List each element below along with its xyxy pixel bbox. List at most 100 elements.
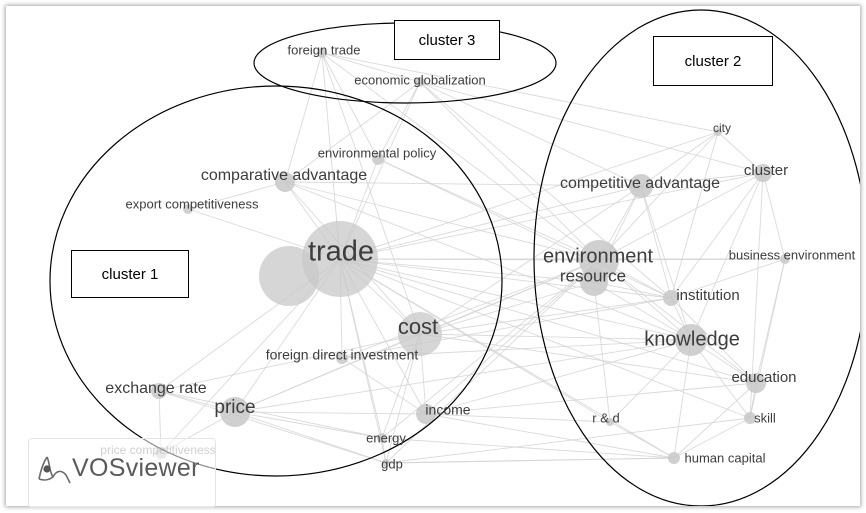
label-r_and_d: r & d bbox=[592, 410, 619, 425]
label-export_competitiveness: export competitiveness bbox=[126, 196, 259, 211]
label-institution: institution bbox=[676, 287, 739, 304]
label-price: price bbox=[214, 397, 255, 418]
edge-knowledge-skill bbox=[690, 339, 751, 419]
node-city[interactable] bbox=[714, 128, 722, 136]
edge-institution-business_environment bbox=[670, 258, 786, 299]
edge-city-environment bbox=[598, 131, 719, 261]
node-human_capital[interactable] bbox=[668, 452, 680, 464]
node-price[interactable] bbox=[220, 397, 250, 427]
label-income: income bbox=[425, 402, 470, 418]
label-gdp: gdp bbox=[381, 456, 403, 471]
edge-comparative_advantage-foreign_trade bbox=[284, 52, 323, 183]
edge-foreign_trade-city bbox=[321, 52, 719, 133]
edge-environmental_policy-institution bbox=[377, 158, 672, 299]
edge-price-income bbox=[234, 411, 427, 415]
node-export_competitiveness[interactable] bbox=[183, 204, 193, 214]
edge-foreign_direct_investment-knowledge bbox=[341, 339, 692, 359]
edge-cost-education bbox=[419, 333, 757, 384]
cluster-outline-c1 bbox=[49, 85, 503, 477]
edge-trade-competitive_advantage bbox=[339, 185, 642, 260]
edge-skill-human_capital bbox=[673, 417, 751, 459]
label-competitive_advantage: competitive advantage bbox=[560, 175, 720, 192]
edge-comparative_advantage-economic_globalization bbox=[284, 81, 421, 183]
node-foreign_trade[interactable] bbox=[317, 48, 327, 58]
edge-cluster-knowledge bbox=[690, 172, 764, 341]
node-exchange_rate[interactable] bbox=[151, 383, 167, 399]
label-environment: environment bbox=[543, 245, 654, 267]
edge-knowledge-r_and_d bbox=[609, 339, 692, 423]
edge-business_environment-skill bbox=[749, 258, 786, 419]
vosviewer-logo-badge bbox=[28, 438, 216, 508]
edge-environment-knowledge bbox=[598, 259, 692, 341]
edge-foreign_direct_investment-environment bbox=[341, 259, 600, 359]
node-resource[interactable] bbox=[580, 268, 608, 296]
node-environmental_policy[interactable] bbox=[372, 153, 384, 165]
edge-cluster-environment bbox=[598, 172, 764, 261]
edge-trade-skill bbox=[339, 258, 751, 419]
label-energy: energy bbox=[366, 430, 406, 445]
edge-economic_globalization-cluster bbox=[419, 81, 764, 174]
edge-environmental_policy-environment bbox=[377, 158, 600, 261]
cluster-outline-c2 bbox=[533, 9, 860, 506]
edge-foreign_direct_investment-institution bbox=[341, 297, 672, 359]
node-foreign_direct_investment[interactable] bbox=[336, 352, 348, 364]
edge-trade-city bbox=[339, 131, 719, 260]
label-education: education bbox=[731, 369, 796, 386]
edge-income-environment bbox=[425, 259, 600, 415]
label-cluster: cluster bbox=[744, 162, 788, 179]
edge-institution-education bbox=[670, 297, 757, 384]
edge-cluster-business_environment bbox=[762, 172, 786, 260]
edge-r_and_d-human_capital bbox=[609, 421, 675, 459]
edge-exchange_rate-gdp bbox=[158, 390, 387, 464]
edge-price-energy bbox=[234, 411, 383, 439]
node-education[interactable] bbox=[746, 373, 766, 393]
node-gdp[interactable] bbox=[382, 459, 390, 467]
label-exchange_rate: exchange rate bbox=[105, 380, 207, 397]
label-skill: skill bbox=[754, 410, 776, 425]
node-trade-1[interactable] bbox=[302, 221, 378, 297]
node-energy[interactable] bbox=[377, 433, 387, 443]
node-institution[interactable] bbox=[663, 290, 679, 306]
node-comparative_advantage[interactable] bbox=[275, 172, 295, 192]
node-economic_globalization[interactable] bbox=[415, 77, 425, 87]
node-cluster[interactable] bbox=[754, 164, 772, 182]
edge-trade-knowledge bbox=[339, 258, 692, 341]
edge-competitive_advantage-institution bbox=[640, 185, 672, 299]
label-foreign_trade: foreign trade bbox=[288, 42, 361, 57]
edge-trade-human_capital bbox=[339, 258, 675, 459]
edge-foreign_trade-economic_globalization bbox=[321, 52, 421, 83]
edge-foreign_trade-environment bbox=[321, 52, 600, 261]
edge-price-knowledge bbox=[234, 339, 692, 413]
label-cost: cost bbox=[398, 314, 438, 339]
edge-income-human_capital bbox=[425, 413, 675, 459]
node-skill[interactable] bbox=[744, 412, 756, 424]
edge-trade-education bbox=[339, 258, 757, 384]
edge-price-gdp bbox=[234, 411, 387, 464]
edge-comparative_advantage-knowledge bbox=[284, 181, 692, 341]
cluster-3-label: cluster 3 bbox=[394, 20, 500, 60]
label-environmental_policy: environmental policy bbox=[318, 145, 437, 160]
edge-economic_globalization-competitive_advantage bbox=[419, 81, 642, 187]
node-competitive_advantage[interactable] bbox=[629, 174, 653, 198]
edge-resource-knowledge bbox=[593, 281, 692, 341]
node-cost[interactable] bbox=[398, 312, 442, 356]
edge-human_capital-energy bbox=[381, 437, 675, 459]
vosviewer-logo-icon bbox=[38, 456, 71, 484]
node-knowledge[interactable] bbox=[675, 324, 707, 356]
edge-cost-knowledge bbox=[419, 333, 692, 341]
edge-environmental_policy-foreign_trade bbox=[321, 52, 379, 160]
edge-exchange_rate-energy bbox=[158, 390, 383, 439]
label-foreign_direct_investment: foreign direct investment bbox=[266, 347, 419, 363]
edge-comparative_advantage-environment bbox=[284, 181, 600, 261]
edge-knowledge-human_capital bbox=[673, 339, 692, 459]
node-income[interactable] bbox=[416, 404, 436, 424]
edge-city-institution bbox=[670, 131, 719, 299]
edge-cluster-competitive_advantage bbox=[640, 172, 764, 187]
edge-city-cluster bbox=[717, 131, 764, 174]
label-resource: resource bbox=[560, 266, 626, 285]
edge-income-education bbox=[425, 382, 757, 415]
node-r_and_d[interactable] bbox=[606, 418, 614, 426]
node-business_environment[interactable] bbox=[780, 254, 790, 264]
